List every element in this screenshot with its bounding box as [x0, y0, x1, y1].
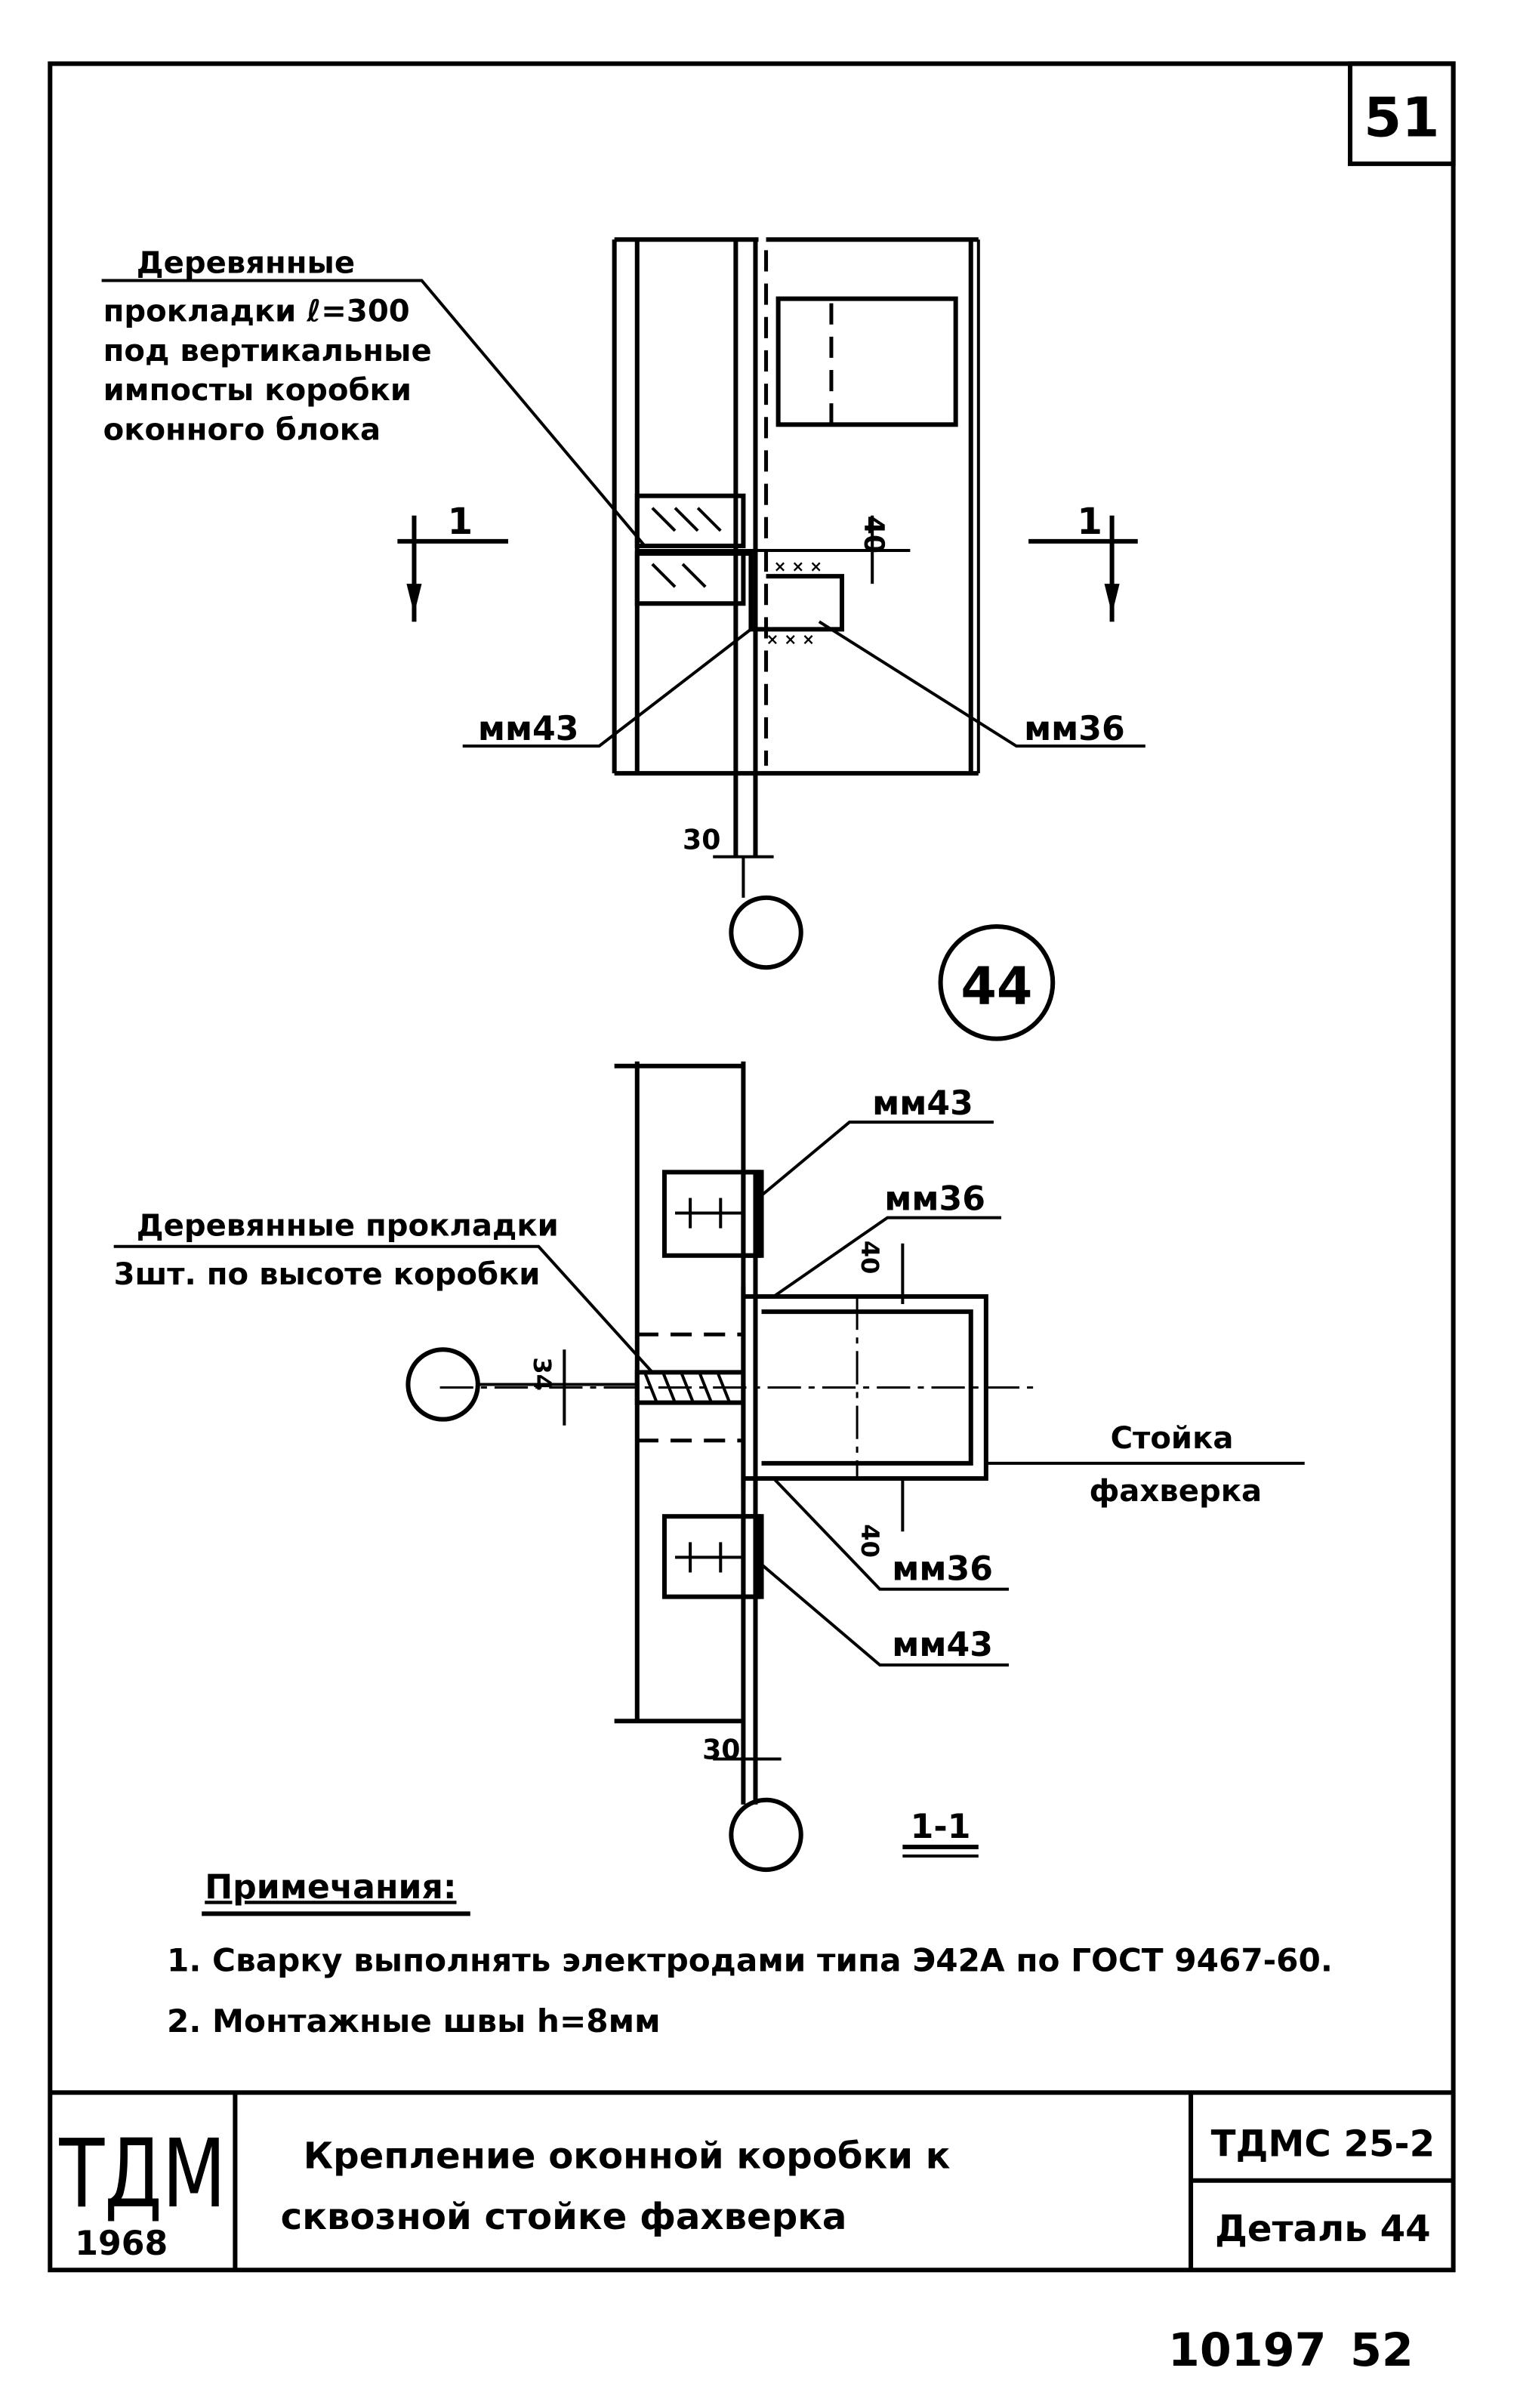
title-block [50, 2090, 1454, 2271]
callout-timber-upper-2: прокладки ℓ=300 [103, 294, 410, 329]
sheet-border [48, 61, 1456, 2273]
column-label-1: Стойка [1111, 1421, 1234, 1456]
callout-timber-upper-3: под вертикальные [103, 334, 432, 368]
grid-axis-circle-left [405, 1347, 480, 1422]
dim-40-top: 40 [856, 1241, 884, 1275]
weld-label-mm36-upper: мм36 [1024, 710, 1125, 748]
notes-heading: Примечания: [205, 1868, 456, 1907]
detail-marker-circle [938, 923, 1056, 1041]
dim-40-bottom: 40 [856, 1524, 884, 1558]
weld-label-mm36-bottom: мм36 [892, 1550, 993, 1589]
callout-timber-upper-1: Деревянные [137, 245, 355, 280]
grid-axis-circle [729, 895, 803, 970]
dim-40-upper: 40 [858, 516, 890, 553]
callout-timber-upper-4: импосты коробки [103, 373, 412, 408]
section-title: 1-1 [911, 1808, 971, 1846]
detail-marker: 44 [960, 957, 1032, 1016]
note-1: 1. Сварку выполнять электродами типа Э42… [167, 1942, 1333, 1979]
weld-label-mm43-bottom: мм43 [892, 1626, 993, 1664]
column-label-2: фахверка [1089, 1474, 1262, 1509]
section-mark-left: 1 [448, 501, 473, 543]
archive-number: 10197 [1168, 2324, 1327, 2377]
dim-30-lower: 30 [702, 1734, 740, 1766]
title-line-2: сквозной стойке фахверка [281, 2196, 847, 2238]
callout-timber-lower-2: 3шт. по высоте коробки [114, 1257, 541, 1292]
svg-text:× × ×: × × × [766, 630, 815, 648]
sheet-number: 51 [1364, 87, 1440, 150]
note-2: 2. Монтажные швы h=8мм [167, 2003, 661, 2040]
page-number: 52 [1350, 2324, 1414, 2377]
detail-number: Деталь 44 [1215, 2208, 1431, 2250]
svg-text:× × ×: × × × [774, 557, 822, 575]
drawing-code: ТДМС 25-2 [1211, 2123, 1435, 2166]
callout-timber-upper-5: оконного блока [103, 412, 381, 447]
section-mark-right: 1 [1077, 501, 1102, 543]
sheet-number-box [1347, 61, 1456, 166]
grid-axis-circle-bottom [729, 1797, 803, 1873]
weld-label-mm36-top: мм36 [884, 1180, 985, 1219]
org-logo: ТДМ [59, 2120, 227, 2229]
callout-timber-lower-1: Деревянные прокладки [137, 1209, 559, 1244]
year: 1968 [75, 2225, 168, 2263]
dim-34: 34 [528, 1357, 557, 1391]
section-view: 34 40 40 30 [113, 1061, 1305, 1873]
title-line-1: Крепление оконной коробки к [304, 2135, 951, 2178]
weld-label-mm43-top: мм43 [872, 1084, 973, 1123]
weld-label-mm43-upper: мм43 [478, 710, 579, 748]
upper-view: × × × × × × 40 1 1 30 [101, 237, 1145, 970]
dim-30-upper: 30 [683, 824, 720, 856]
